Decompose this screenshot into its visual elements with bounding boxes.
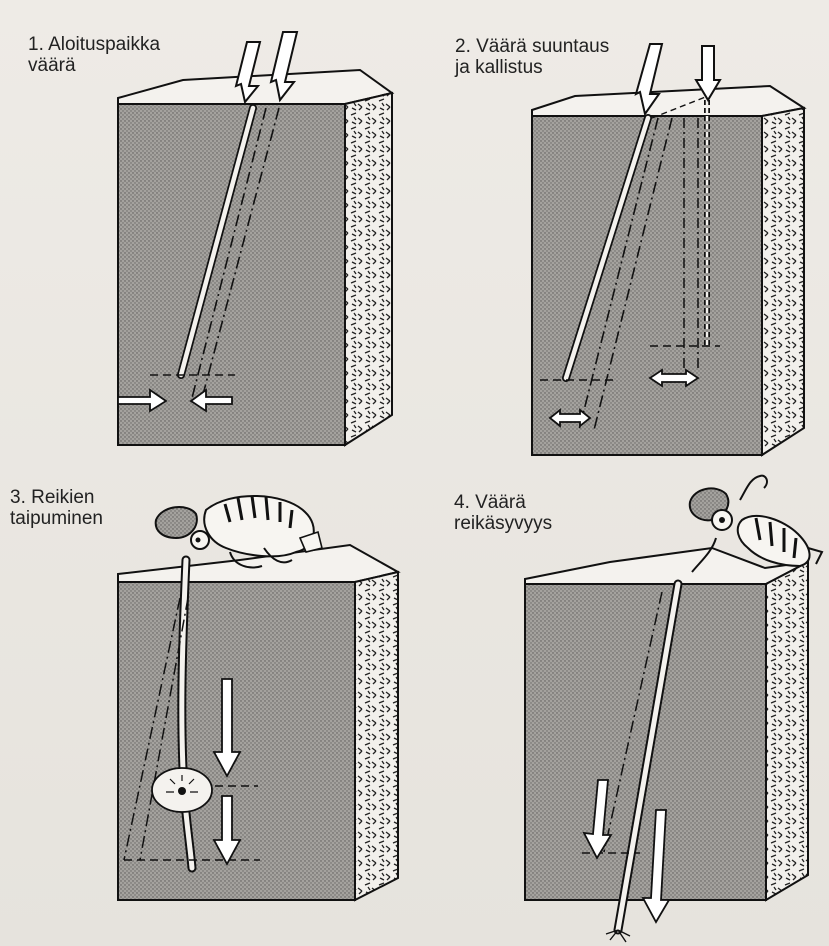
block-1-side bbox=[345, 93, 392, 445]
block-3-front bbox=[118, 582, 355, 900]
panel-4-block bbox=[525, 548, 808, 900]
block-2-side bbox=[762, 108, 804, 455]
panel-1-block bbox=[118, 70, 392, 445]
block-2-top bbox=[532, 86, 804, 116]
panel-3-block bbox=[118, 545, 398, 900]
block-2-front bbox=[532, 116, 762, 455]
panel-2-block bbox=[532, 86, 804, 455]
block-3-side bbox=[355, 572, 398, 900]
stress-zone-center bbox=[178, 787, 186, 795]
block-4-side bbox=[766, 562, 808, 900]
block-4-front bbox=[525, 584, 766, 900]
